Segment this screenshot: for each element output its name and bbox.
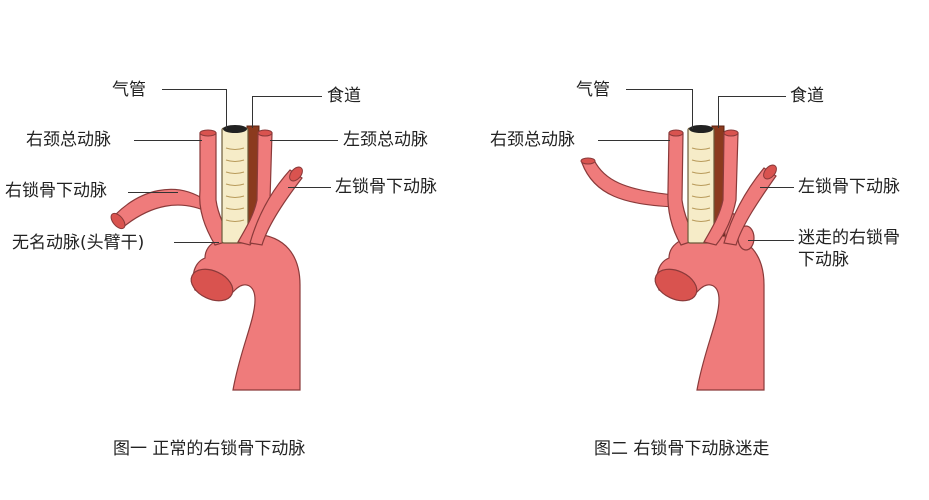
leader-trachea [162, 89, 227, 90]
right-subclavian-artery [581, 159, 677, 208]
label-left-subclavian: 左锁骨下动脉 [335, 177, 437, 197]
left-subclavian-artery [249, 169, 303, 246]
label-trachea: 气管 [112, 80, 146, 100]
normal-anatomy-illustration [110, 125, 303, 391]
label-esophagus: 食道 [327, 86, 361, 106]
label-trachea: 气管 [576, 80, 610, 100]
label-right-common-carotid: 右颈总动脉 [26, 130, 111, 150]
figure-normal: 气管 食道 右颈总动脉 左颈总动脉 右锁骨下动脉 左锁骨下动脉 无名动脉(头臂干… [0, 0, 464, 500]
aorta [656, 233, 765, 391]
figure-aberrant: 气管 食道 右颈总动脉 左锁骨下动脉 迷走的右锁骨 下动脉 图二 右锁骨下动脉迷… [464, 0, 928, 500]
label-aberrant-right-subclavian-2: 下动脉 [798, 250, 849, 270]
caption-figure-2: 图二 右锁骨下动脉迷走 [594, 439, 770, 459]
left-common-carotid-artery [703, 132, 739, 246]
aorta-opening [190, 268, 234, 302]
label-right-subclavian: 右锁骨下动脉 [5, 181, 107, 201]
aorta [192, 233, 301, 391]
right-subclavian-artery [114, 188, 212, 229]
aberrant-anatomy-illustration [580, 125, 777, 391]
caption-figure-1: 图一 正常的右锁骨下动脉 [113, 439, 306, 459]
leader-esophagus [252, 96, 322, 97]
label-aberrant-right-subclavian-1: 迷走的右锁骨 [798, 228, 900, 248]
aorta-opening [654, 268, 698, 302]
label-right-common-carotid: 右颈总动脉 [490, 130, 575, 150]
label-esophagus: 食道 [790, 86, 824, 106]
label-left-subclavian: 左锁骨下动脉 [798, 177, 900, 197]
label-brachiocephalic: 无名动脉(头臂干) [12, 233, 145, 253]
label-left-common-carotid: 左颈总动脉 [343, 130, 428, 150]
